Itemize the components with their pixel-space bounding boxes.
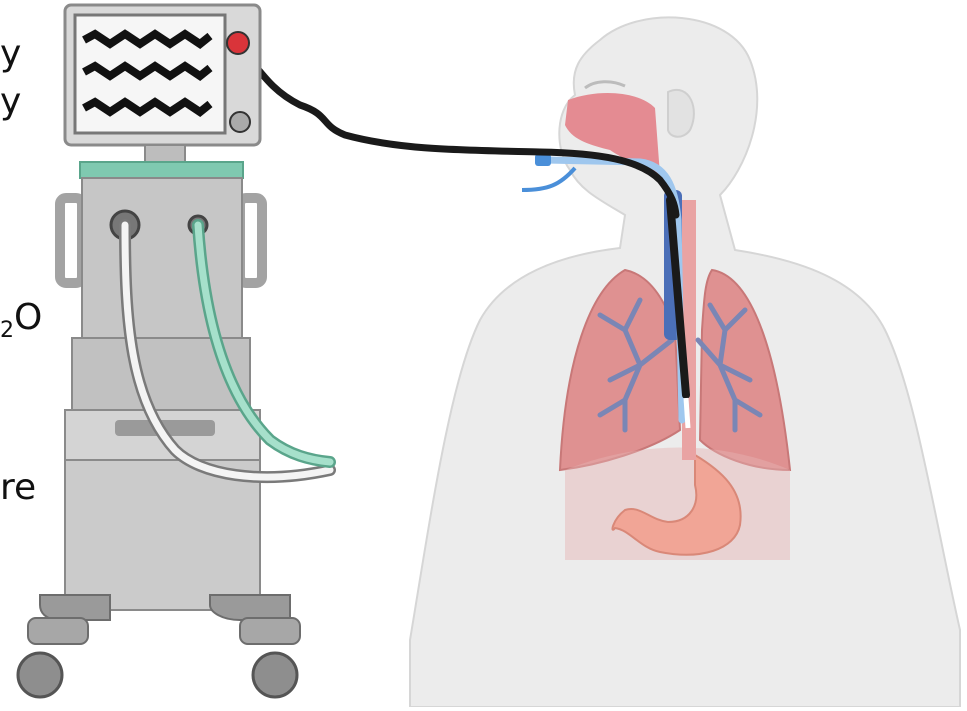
probe-end bbox=[686, 398, 688, 428]
ventilator-machine bbox=[18, 5, 330, 697]
label-fragment-3-main: O bbox=[14, 297, 42, 338]
label-fragment-4: re bbox=[0, 470, 36, 506]
machine-base-body bbox=[65, 460, 260, 610]
human-figure bbox=[410, 17, 960, 707]
teal-top bbox=[80, 162, 243, 178]
machine-upper-body bbox=[82, 178, 242, 338]
label-fragment-1: y bbox=[0, 36, 21, 72]
red-indicator bbox=[227, 32, 249, 54]
base-left-arm bbox=[28, 618, 88, 644]
wheel-left bbox=[18, 653, 62, 697]
tube-connector bbox=[535, 154, 551, 166]
left-handle bbox=[60, 198, 82, 283]
right-handle bbox=[240, 198, 262, 283]
grey-knob bbox=[230, 112, 250, 132]
pilot-balloon-line bbox=[522, 168, 575, 190]
base-right bbox=[210, 595, 290, 620]
base-left bbox=[40, 595, 110, 620]
label-fragment-2: y bbox=[0, 84, 21, 120]
label-fragment-3-sub: 2 bbox=[0, 318, 14, 343]
label-fragment-3: 2O bbox=[0, 300, 42, 342]
ear bbox=[668, 90, 694, 137]
wheel-right bbox=[253, 653, 297, 697]
monitor-neck bbox=[145, 145, 185, 163]
base-right-arm bbox=[240, 618, 300, 644]
